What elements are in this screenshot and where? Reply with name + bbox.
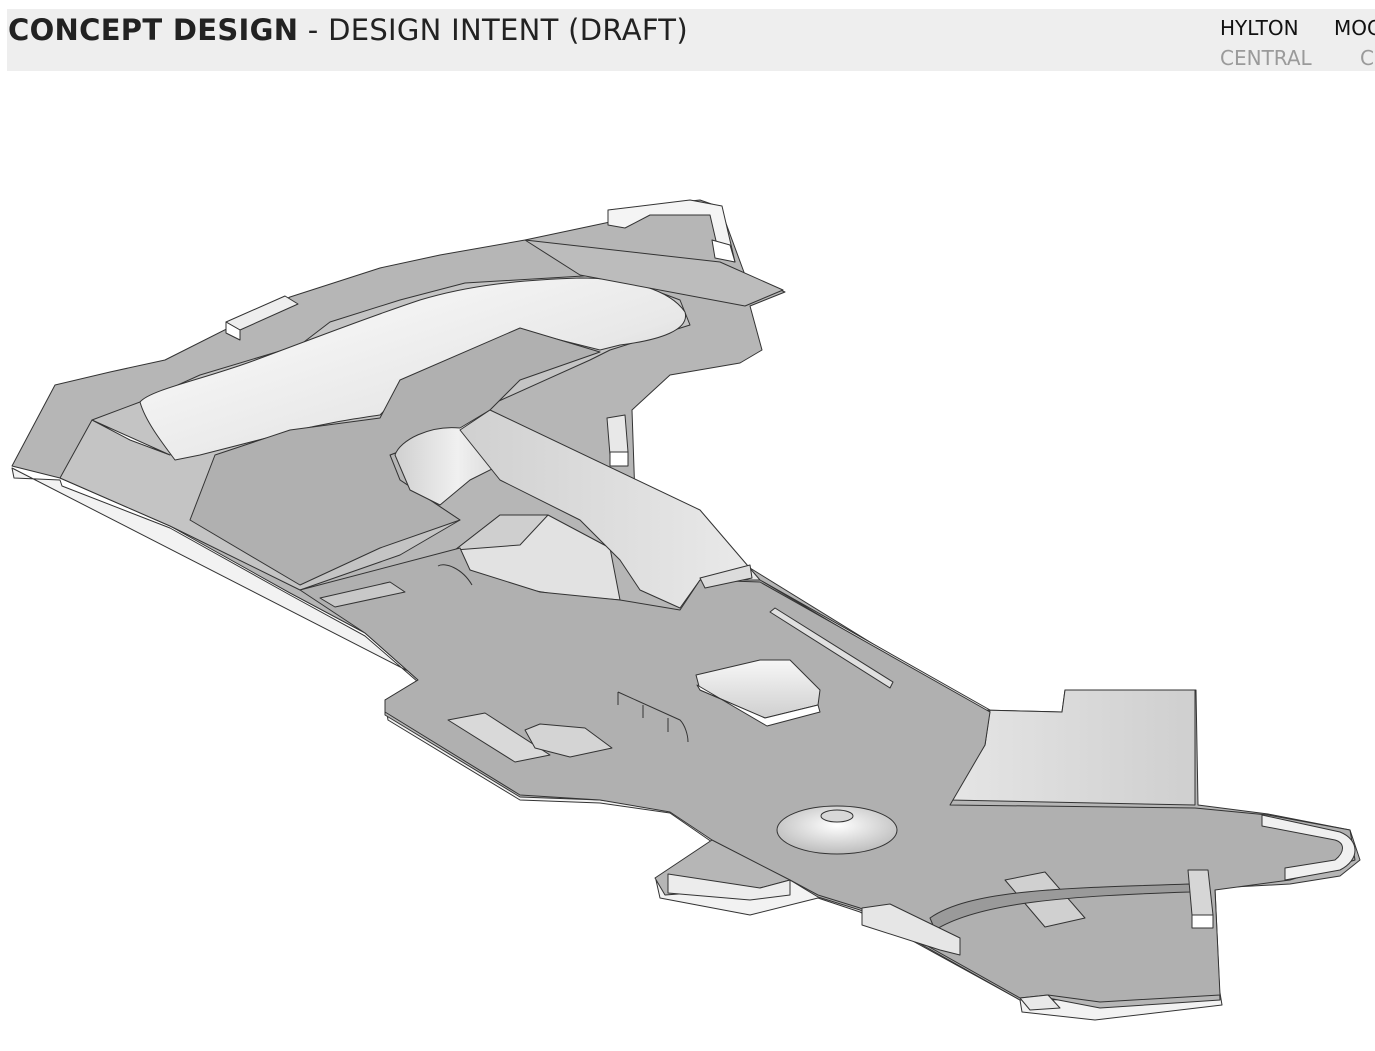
lower-ledge-b [524, 723, 613, 758]
page-title-strong: CONCEPT DESIGN [8, 13, 299, 47]
page-title: CONCEPT DESIGN - DESIGN INTENT (DRAFT) [8, 13, 688, 47]
down-rail [617, 691, 689, 743]
volcano-top [820, 809, 854, 823]
upright-block-face [1191, 914, 1214, 929]
nav-item-hylton[interactable]: HYLTON CENTRAL [1220, 13, 1312, 71]
block-top-left-side [225, 321, 241, 341]
right-curved-rim [1261, 814, 1356, 881]
left-wedge [91, 419, 171, 456]
curb-rail [437, 564, 473, 586]
lower-ledge-a [447, 712, 551, 763]
nav-item-moc[interactable]: MOC C [1334, 13, 1375, 71]
header-bar: CONCEPT DESIGN - DESIGN INTENT (DRAFT) H… [7, 9, 1375, 71]
manual-pad [319, 581, 406, 608]
nav-item-label: HYLTON [1220, 16, 1299, 40]
upright-block [1187, 869, 1214, 916]
angled-block [861, 903, 961, 956]
long-rail [769, 607, 894, 689]
kicker-ramp [699, 564, 753, 589]
bottom-left-pocket [667, 873, 791, 901]
side-block [606, 414, 629, 456]
nav-item-sublabel: C [1360, 46, 1374, 70]
funbox-side [696, 684, 821, 727]
bottom-pocket [1019, 994, 1061, 1011]
pyramid-face [454, 514, 549, 551]
nav-item-label: MOC [1334, 16, 1375, 40]
top-block [711, 239, 736, 263]
volcano-base [776, 805, 898, 855]
side-block-face [609, 451, 629, 467]
nav-item-sublabel: CENTRAL [1220, 46, 1312, 70]
skatepark-3d-render [11, 199, 1361, 1021]
deck-strip [524, 239, 784, 307]
flow-channel [459, 409, 1196, 806]
top-rim [607, 199, 736, 263]
page-title-rest: - DESIGN INTENT (DRAFT) [298, 13, 688, 47]
